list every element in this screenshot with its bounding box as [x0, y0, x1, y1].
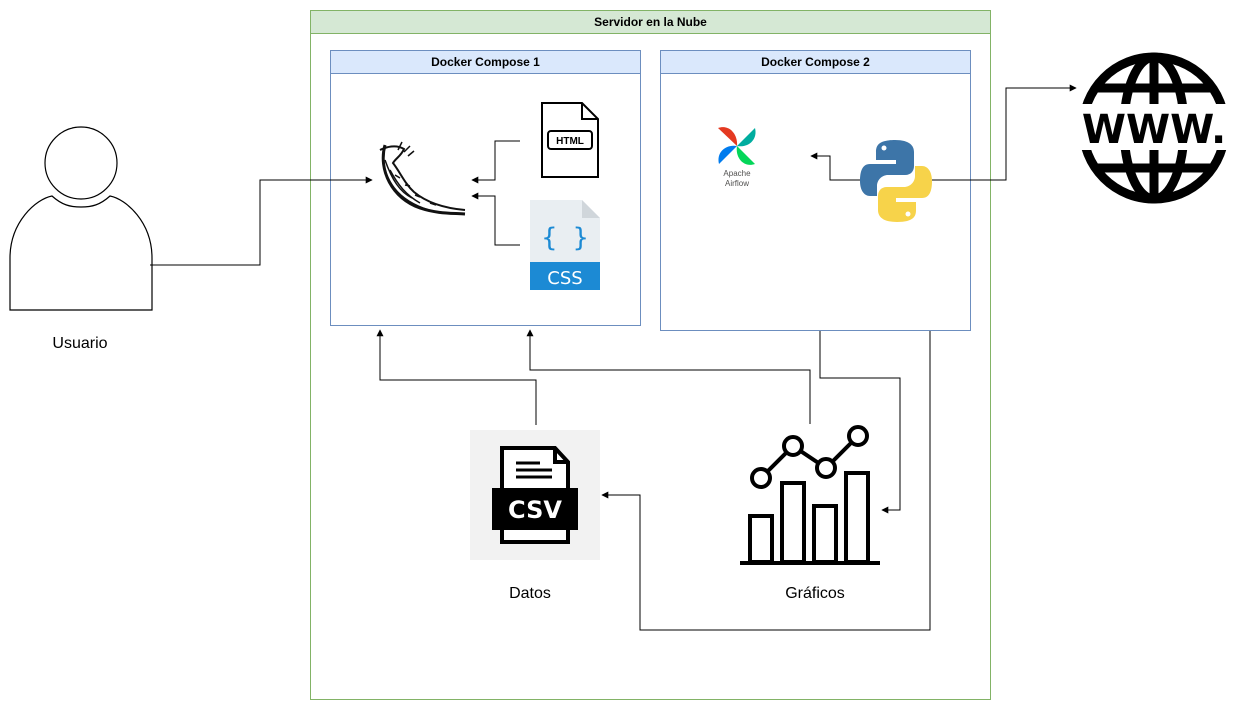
docker-compose-1-title: Docker Compose 1: [331, 51, 640, 74]
data-label: Datos: [509, 585, 551, 602]
airflow-line1: Apache: [723, 169, 751, 178]
csv-file-icon: CSV: [470, 430, 600, 560]
html-file-text: HTML: [556, 136, 584, 147]
csv-file-text: CSV: [508, 496, 562, 524]
css-braces-text: { }: [542, 223, 589, 253]
airflow-logo-icon: Apache Airflow: [718, 127, 756, 188]
airflow-line2: Airflow: [725, 179, 749, 188]
arrow-charts-to-compose1: [526, 329, 811, 424]
arrow-python-to-web: [932, 84, 1077, 181]
flask-icon: [379, 141, 466, 216]
arrow-user-to-flask: [150, 176, 373, 266]
connectors: [150, 84, 1077, 631]
arrow-html-to-flask: [471, 140, 520, 184]
cloud-server-title: Servidor en la Nube: [311, 11, 990, 34]
user-label: Usuario: [52, 335, 108, 352]
bar-line-chart-icon: [740, 425, 880, 565]
css-file-text: CSS: [547, 268, 582, 289]
arrow-css-to-flask: [471, 192, 520, 246]
css-file-icon: { } CSS: [530, 200, 600, 290]
arrow-compose2-to-charts: [819, 331, 901, 514]
arrow-python-to-airflow: [810, 152, 860, 181]
www-text: WWW.: [1082, 107, 1226, 153]
html-file-icon: HTML: [541, 102, 599, 178]
user-icon: [9, 126, 153, 311]
python-logo-icon: [860, 140, 932, 222]
arrow-compose2-to-data: [601, 331, 931, 631]
arrow-data-to-compose1: [376, 329, 537, 425]
cloud-server-container: Servidor en la Nube: [310, 10, 991, 700]
docker-compose-2-title: Docker Compose 2: [661, 51, 970, 74]
charts-label: Gráficos: [785, 585, 845, 602]
